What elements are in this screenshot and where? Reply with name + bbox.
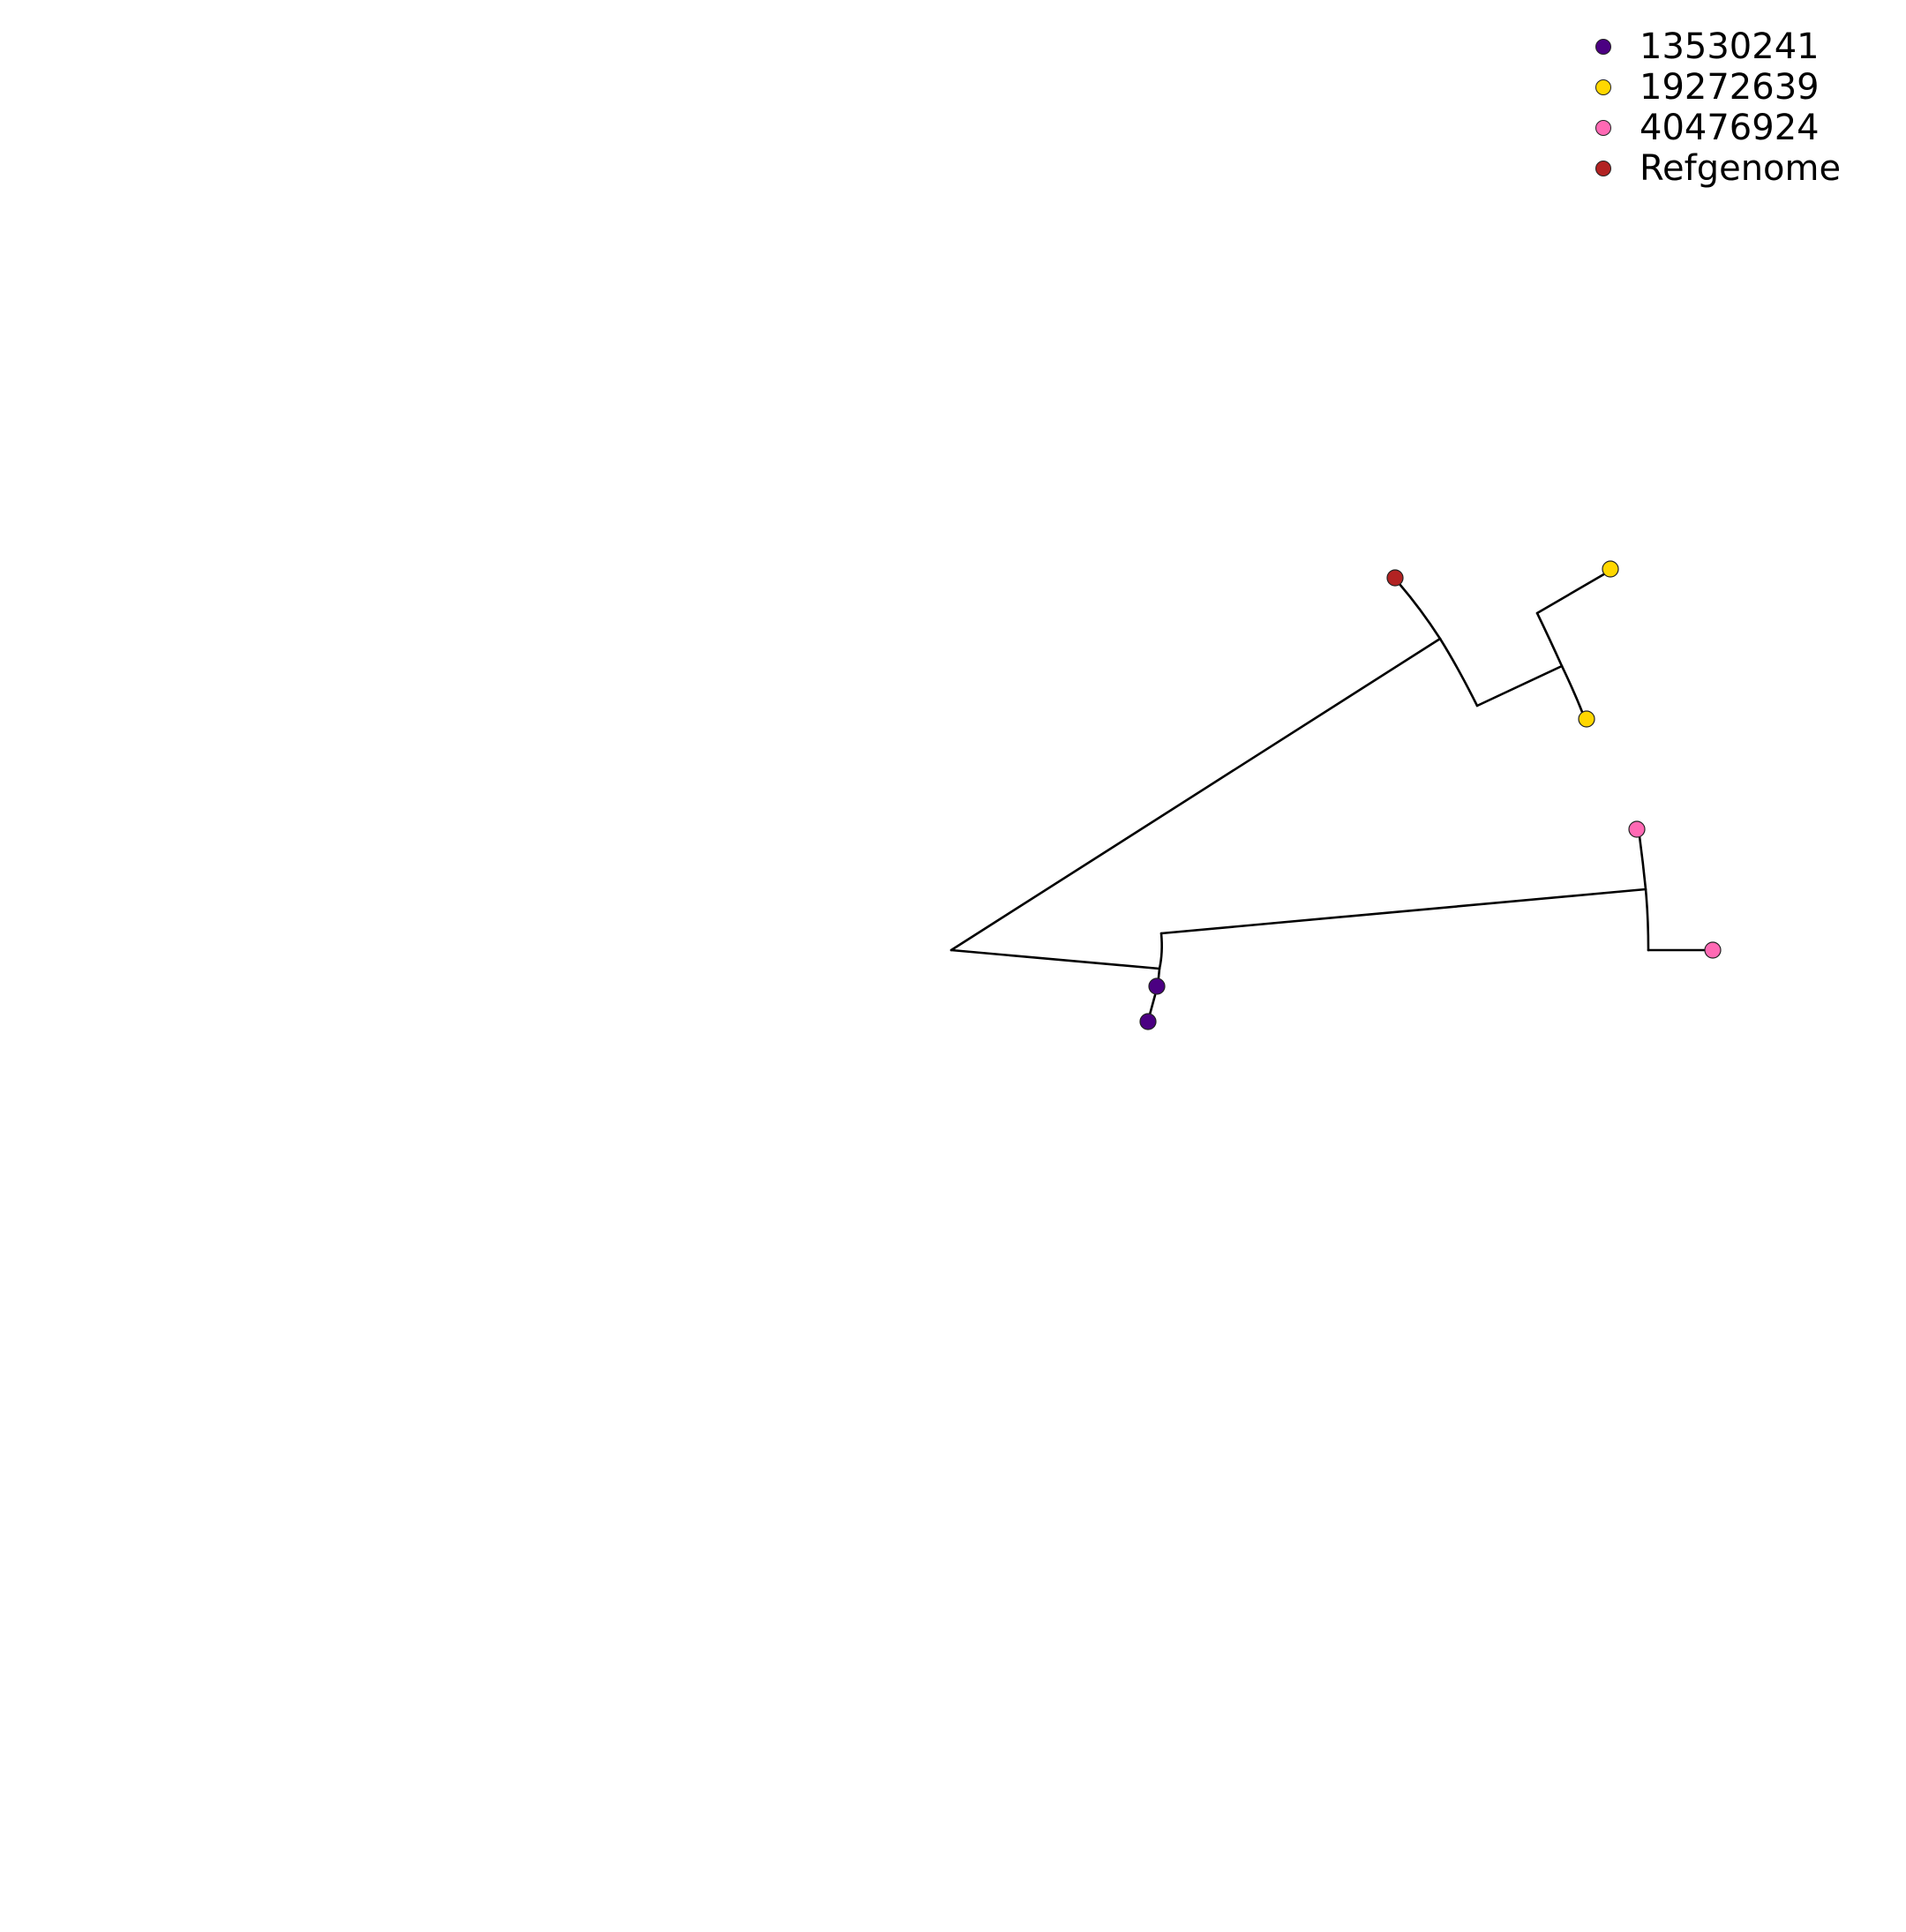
leaf-node-13530241 — [1148, 977, 1166, 995]
tree-branch — [1398, 582, 1442, 640]
tree-branch — [949, 637, 1442, 952]
tree-branches — [949, 571, 1707, 1016]
legend-item-40476924: 40476924 — [1595, 108, 1841, 148]
legend-item-refgenome: Refgenome — [1595, 148, 1841, 189]
tree-branch — [1475, 664, 1564, 708]
legend-marker-40476924 — [1595, 120, 1611, 136]
tree-leaves — [1139, 560, 1722, 1030]
tree-branch — [949, 948, 1161, 970]
tree-branch — [1535, 611, 1564, 668]
legend-label: 40476924 — [1640, 108, 1820, 148]
leaf-node-19272639 — [1578, 710, 1595, 728]
legend: 13530241 19272639 40476924 Refgenome — [1595, 26, 1841, 189]
tree-branch — [1159, 887, 1647, 935]
tree-branch — [1158, 932, 1163, 970]
legend-label: 13530241 — [1640, 26, 1820, 67]
leaf-node-13530241 — [1139, 1013, 1157, 1030]
tree-branch — [1535, 571, 1609, 615]
legend-marker-13530241 — [1595, 39, 1611, 55]
leaf-node-40476924 — [1628, 820, 1646, 838]
leaf-node-19272639 — [1602, 560, 1619, 578]
tree-branch — [1560, 664, 1586, 718]
legend-marker-19272639 — [1595, 79, 1611, 95]
leaf-node-40476924 — [1704, 941, 1722, 959]
tree-branch — [1644, 887, 1650, 952]
legend-item-13530241: 13530241 — [1595, 26, 1841, 67]
legend-item-19272639: 19272639 — [1595, 67, 1841, 108]
legend-marker-refgenome — [1595, 161, 1611, 176]
tree-branch — [1148, 993, 1157, 1016]
tree-branch — [1638, 835, 1647, 891]
leaf-node-refgenome — [1386, 569, 1404, 587]
tree-branch — [1438, 637, 1479, 708]
legend-label: 19272639 — [1640, 67, 1820, 108]
legend-label: Refgenome — [1640, 148, 1842, 189]
